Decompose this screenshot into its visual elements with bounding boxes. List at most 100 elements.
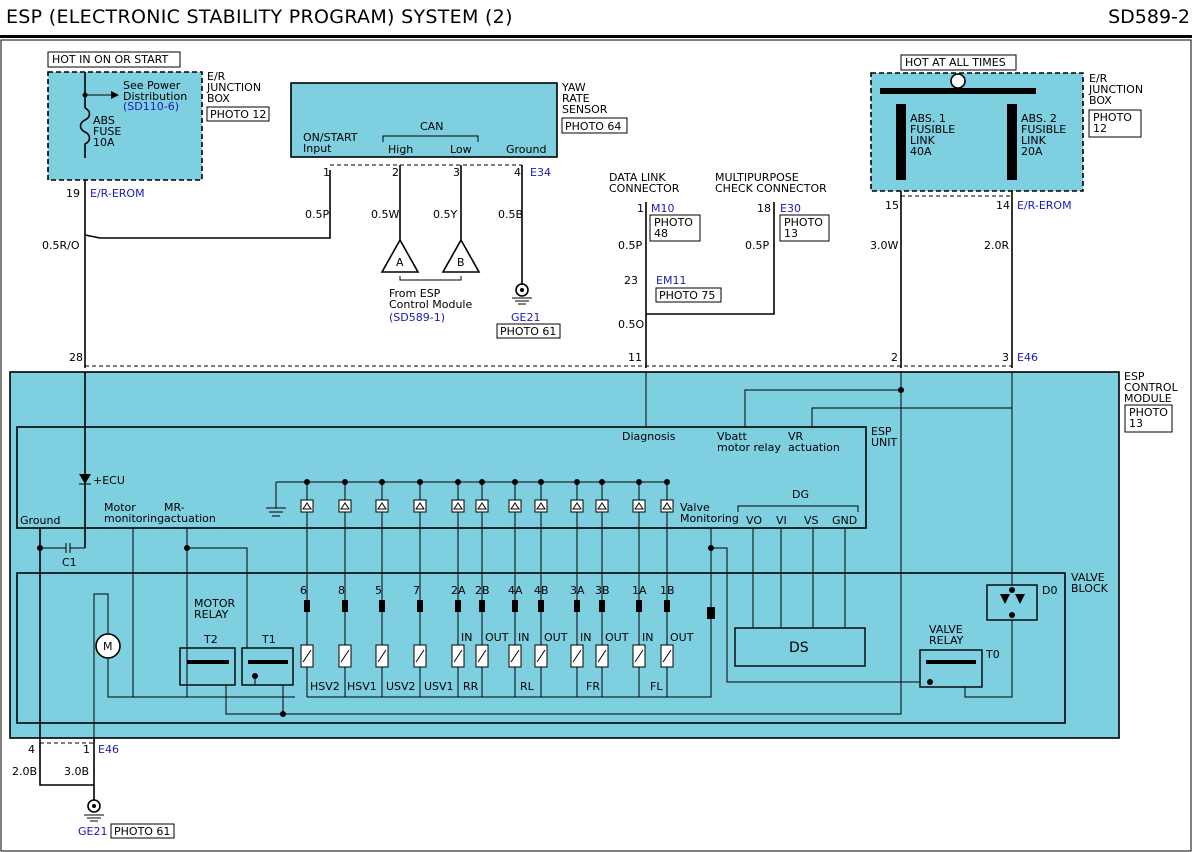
- can-label: CAN: [420, 120, 443, 133]
- valve-switch-icon: [634, 502, 644, 510]
- see-power-ref: (SD110-6): [123, 100, 179, 113]
- hot-at-all-times-label: HOT AT ALL TIMES: [905, 56, 1006, 69]
- valve-switch-icon: [340, 502, 350, 510]
- yaw-pin-low: Low: [450, 143, 472, 156]
- valve-num-5: 5: [375, 584, 382, 597]
- valve-switch-icon: [302, 502, 312, 510]
- page-frame: [0, 39, 1192, 852]
- valve-inout: OUT: [670, 631, 694, 644]
- valve-num-7: 7: [413, 584, 420, 597]
- valve-inout: IN: [580, 631, 591, 644]
- left-connector-ref: E/R-EROM: [90, 187, 145, 200]
- wire-05o: 0.5O: [618, 318, 644, 331]
- yaw-pin3: 3: [453, 166, 460, 179]
- right-connector-ref: E/R-EROM: [1017, 199, 1072, 212]
- valve-switch: [375, 499, 389, 513]
- motor-m-label: M: [103, 640, 113, 653]
- esp-pin3: 3: [1002, 351, 1009, 364]
- c1-label: C1: [62, 556, 77, 569]
- valve-name-usv2: USV2: [386, 680, 416, 693]
- valve-coil-mark: [597, 649, 607, 663]
- valve-coil-mark: [377, 649, 387, 663]
- yaw-pin1: 1: [323, 166, 330, 179]
- yaw-gnd-photo: PHOTO 61: [500, 325, 556, 338]
- bottom-pin4: 4: [28, 743, 35, 756]
- diagram-title: ESP (ELECTRONIC STABILITY PROGRAM) SYSTE…: [6, 6, 513, 28]
- valve-coil-mark: [415, 649, 425, 663]
- valve-name-fr: FR: [586, 680, 600, 693]
- valve-coil-mark: [302, 649, 312, 663]
- wire-20r: 2.0R: [984, 239, 1009, 252]
- valve-name-rr: RR: [463, 680, 479, 693]
- valve-switch: [632, 499, 646, 513]
- wire-yaw-1: 0.5P: [305, 208, 329, 221]
- diagnosis-label: Diagnosis: [622, 430, 676, 443]
- valve-fuse: [304, 600, 310, 612]
- ge21-ground-symbol: [515, 283, 529, 297]
- valve-switch: [475, 499, 489, 513]
- em11-connector: EM11: [656, 274, 686, 287]
- page-id: SD589-2: [1108, 6, 1190, 28]
- valve-coil-mark: [510, 649, 520, 663]
- wire-30b: 3.0B: [64, 765, 89, 778]
- valve-num-1B: 1B: [660, 584, 675, 597]
- yaw-gnd-ge21: GE21: [511, 311, 540, 324]
- valve-num-4B: 4B: [534, 584, 549, 597]
- wire-05ro: 0.5R/O: [42, 239, 80, 252]
- t2-label: T2: [203, 633, 218, 646]
- valve-fuse: [342, 600, 348, 612]
- mcc-pin18: 18: [757, 202, 771, 215]
- valve-coil-mark: [477, 649, 487, 663]
- mcc-connector-e30: E30: [780, 202, 801, 215]
- valve-switch: [534, 499, 548, 513]
- yaw-pin4: 4: [514, 166, 521, 179]
- esp-pin28: 28: [69, 351, 83, 364]
- t1-label: T1: [261, 633, 276, 646]
- hot-in-on-start-label: HOT IN ON OR START: [52, 53, 169, 66]
- bottom-pin1: 1: [83, 743, 90, 756]
- wire-yaw-4: 0.5B: [498, 208, 523, 221]
- ds-label: DS: [789, 640, 809, 656]
- valve-num-8: 8: [338, 584, 345, 597]
- valve-switch-icon: [510, 502, 520, 510]
- valve-inout: IN: [518, 631, 529, 644]
- mr-actuation-label: MR-actuation: [164, 501, 216, 525]
- valve-fuse: [479, 600, 485, 612]
- wire-30w: 3.0W: [870, 239, 898, 252]
- right-pin15: 15: [885, 199, 899, 212]
- valve-num-3A: 3A: [570, 584, 585, 597]
- valve-name-hsv1: HSV1: [347, 680, 377, 693]
- valve-switch-icon: [453, 502, 463, 510]
- abs-fuse-symbol: [79, 107, 91, 158]
- diagram-header: ESP (ELECTRONIC STABILITY PROGRAM) SYSTE…: [0, 0, 1192, 38]
- wire-mcc: 0.5P: [745, 239, 769, 252]
- from-esp-ref: (SD589-1): [389, 311, 445, 324]
- valve-switch: [338, 499, 352, 513]
- valve-inout: OUT: [544, 631, 568, 644]
- valve-num-6: 6: [300, 584, 307, 597]
- valve-switch: [660, 499, 674, 513]
- valve-fuse: [512, 600, 518, 612]
- valve-coil-mark: [453, 649, 463, 663]
- valve-num-2A: 2A: [451, 584, 466, 597]
- valve-coil-mark: [340, 649, 350, 663]
- valve-switch-icon: [415, 502, 425, 510]
- dlc-pin1: 1: [637, 202, 644, 215]
- valve-switch-icon: [477, 502, 487, 510]
- left-pin-19: 19: [66, 187, 80, 200]
- valve-switch-icon: [662, 502, 672, 510]
- valve-fuse: [636, 600, 642, 612]
